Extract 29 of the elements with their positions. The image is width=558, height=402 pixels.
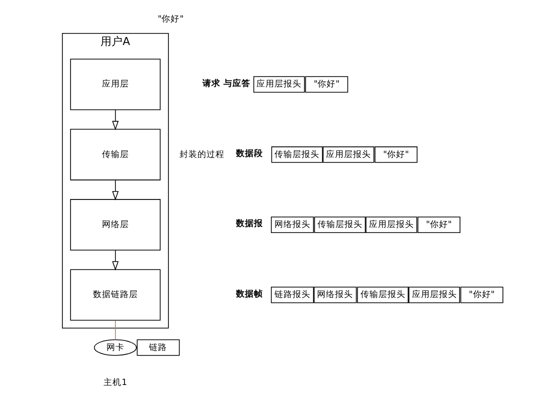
connector (114, 320, 116, 340)
node-box: 传输层报头 (270, 146, 322, 163)
label: 数据段 (236, 149, 263, 160)
node-box: "你好" (460, 286, 503, 304)
node-box: 应用层报头 (322, 146, 374, 163)
arrow (112, 180, 118, 200)
node-box: 应用层报头 (408, 286, 460, 304)
node-box: "你好" (374, 146, 417, 163)
node-box: 传输层报头 (356, 286, 408, 304)
node-box: 数据链路层 (70, 269, 160, 321)
arrow (112, 250, 118, 271)
node-box: 传输层报头 (314, 216, 366, 233)
node-box: 应用层报头 (365, 216, 417, 233)
node-box: 应用层 (70, 58, 160, 110)
node-box: 网络报头 (270, 216, 314, 233)
label: 数据报 (236, 219, 263, 230)
label: 数据帧 (236, 289, 263, 300)
node-box: 应用层报头 (252, 76, 304, 93)
label: 主机1 (103, 378, 127, 388)
node-box: 网络报头 (313, 286, 356, 304)
node-box: "你好" (304, 76, 348, 93)
node-box: 传输层 (70, 128, 160, 180)
node-box: 网络层 (70, 199, 160, 250)
node-box: "你好" (417, 216, 460, 233)
node-box: 链路报头 (270, 286, 314, 304)
label: 请求 与应答 (202, 78, 250, 89)
label: "你好" (157, 14, 184, 25)
label: 封装的过程 (178, 150, 224, 160)
arrow (112, 110, 118, 130)
